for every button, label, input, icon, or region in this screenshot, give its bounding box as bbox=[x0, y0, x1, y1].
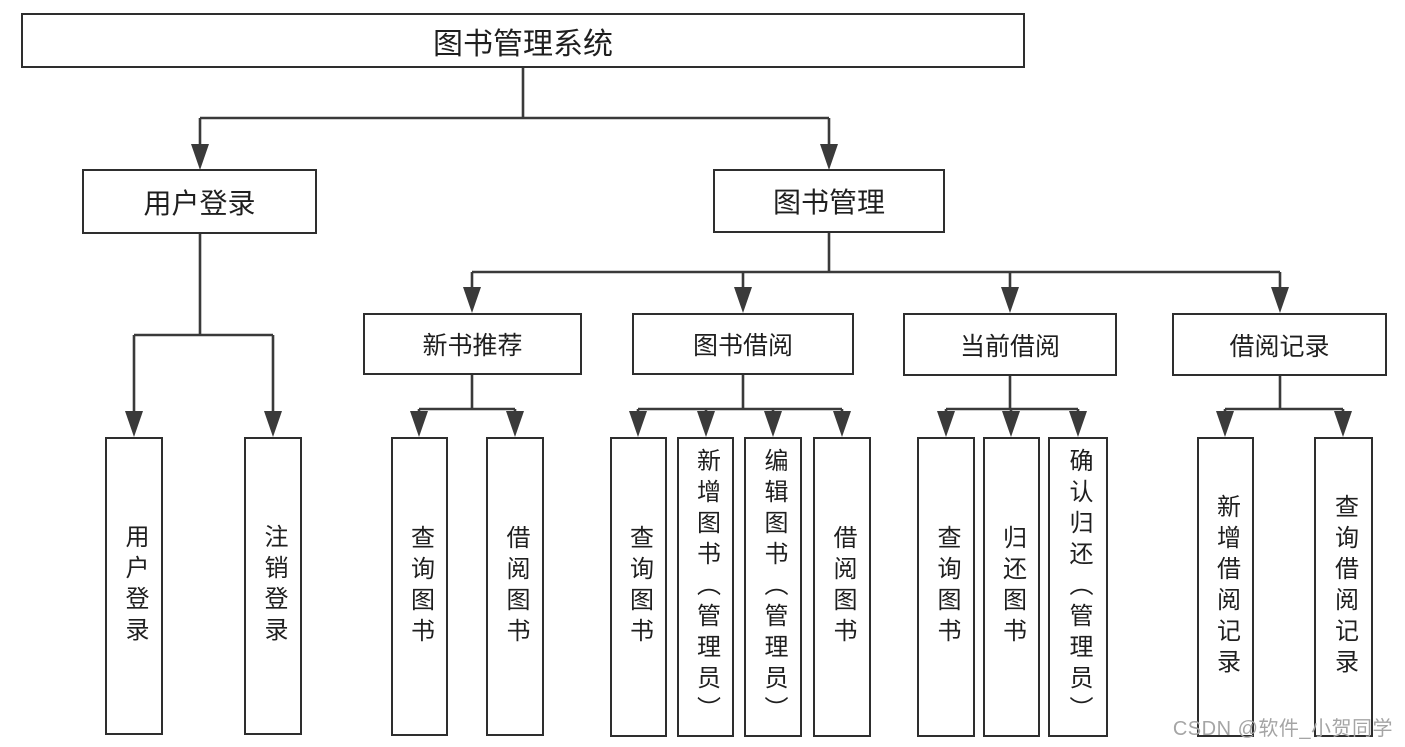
arrow-icon bbox=[1002, 411, 1020, 437]
leaf-edit-book-admin: 编辑图书（管理员） bbox=[744, 437, 802, 737]
arrow-icon bbox=[410, 411, 428, 437]
connector-records-to-leaves bbox=[1223, 376, 1345, 418]
leaf-query-books-current: 查询图书 bbox=[917, 437, 975, 737]
arrow-icon bbox=[1271, 287, 1289, 313]
connector-book-mgmt-to-level3 bbox=[470, 233, 1282, 293]
arrow-icon bbox=[1001, 287, 1019, 313]
leaf-add-borrow-record: 新增借阅记录 bbox=[1197, 437, 1254, 737]
connector-root-to-level2 bbox=[198, 68, 831, 150]
node-borrowing-records: 借阅记录 bbox=[1172, 313, 1387, 376]
arrow-icon bbox=[629, 411, 647, 437]
leaf-add-book-admin: 新增图书（管理员） bbox=[677, 437, 734, 737]
arrow-icon bbox=[1334, 411, 1352, 437]
node-new-book-recommend: 新书推荐 bbox=[363, 313, 582, 375]
leaf-return-book: 归还图书 bbox=[983, 437, 1040, 737]
arrow-icon bbox=[463, 287, 481, 313]
node-current-borrowing: 当前借阅 bbox=[903, 313, 1117, 376]
arrow-icon bbox=[264, 411, 282, 437]
arrow-icon bbox=[734, 287, 752, 313]
arrow-icon bbox=[125, 411, 143, 437]
leaf-confirm-return-admin: 确认归还（管理员） bbox=[1048, 437, 1108, 737]
leaf-query-borrow-record: 查询借阅记录 bbox=[1314, 437, 1373, 737]
arrow-icon bbox=[764, 411, 782, 437]
arrow-icon bbox=[191, 144, 209, 170]
node-book-management: 图书管理 bbox=[713, 169, 945, 233]
arrow-icon bbox=[937, 411, 955, 437]
connector-user-login-to-leaves bbox=[132, 234, 275, 417]
connector-book-borrow-to-leaves bbox=[636, 375, 844, 418]
arrow-icon bbox=[1216, 411, 1234, 437]
arrow-icon bbox=[820, 144, 838, 170]
leaf-query-books-borrow: 查询图书 bbox=[610, 437, 667, 737]
watermark: CSDN @软件_小贺同学 bbox=[1172, 718, 1393, 740]
leaf-user-login: 用户登录 bbox=[105, 437, 163, 735]
connector-current-to-leaves bbox=[944, 376, 1080, 418]
leaf-borrow-books-recommend: 借阅图书 bbox=[486, 437, 544, 736]
node-user-login: 用户登录 bbox=[82, 169, 317, 234]
leaf-borrow-books: 借阅图书 bbox=[813, 437, 871, 737]
connector-new-rec-to-leaves bbox=[417, 375, 517, 418]
arrow-icon bbox=[833, 411, 851, 437]
arrow-icon bbox=[506, 411, 524, 437]
node-book-borrowing: 图书借阅 bbox=[632, 313, 854, 375]
leaf-query-books-recommend: 查询图书 bbox=[391, 437, 448, 736]
arrow-icon bbox=[1069, 411, 1087, 437]
node-library-management-system: 图书管理系统 bbox=[21, 13, 1025, 68]
arrow-icon bbox=[697, 411, 715, 437]
leaf-logout: 注销登录 bbox=[244, 437, 302, 735]
